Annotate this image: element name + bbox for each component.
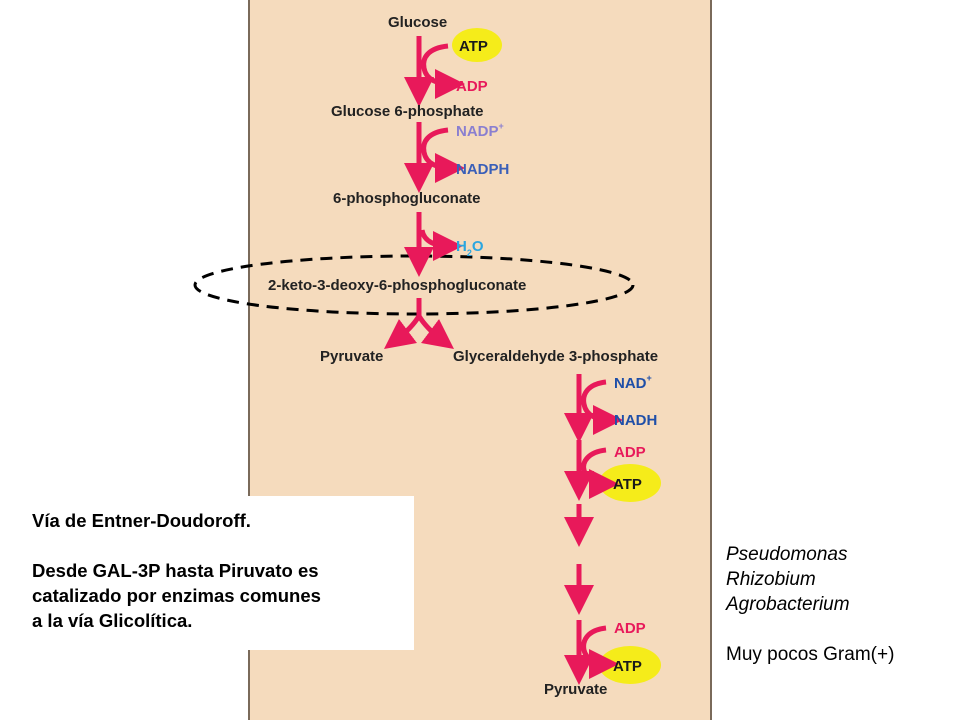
nadh-label: NADH [614,412,657,429]
atp-label: ATP [459,38,488,55]
adp-label: ADP [456,78,488,95]
h2o-sub: 2 [467,248,472,258]
explanation-note: Vía de Entner-Doudoroff. Desde GAL-3P ha… [22,496,414,650]
cofactor-arrow [421,43,465,99]
adp-label: ADP [614,620,646,637]
organisms-list: Pseudomonas Rhizobium Agrobacterium Muy … [726,542,894,667]
note-line: a la vía Glicolítica. [32,610,193,631]
cofactor-arrow [419,229,463,261]
nad-sup: + [647,373,652,383]
6pg-label: 6-phosphogluconate [333,190,481,207]
kdpg-highlight-ellipse [193,254,635,316]
cofactor-arrow [581,625,619,679]
nadp-label: NADP+ [456,121,504,140]
organism-name: Agrobacterium [726,594,850,615]
atp-label: ATP [613,658,642,675]
note-spacer [32,533,404,558]
cofactor-arrow [421,127,465,183]
h2o-h: H [456,238,467,255]
nadp-text: NADP [456,123,499,140]
h2o-o: O [472,238,484,255]
kdpg-label: 2-keto-3-deoxy-6-phosphogluconate [268,277,526,294]
note-title: Vía de Entner-Doudoroff. [32,510,251,531]
cofactor-arrow [581,447,619,499]
note-line: Desde GAL-3P hasta Piruvato es [32,560,319,581]
nadp-sup: + [499,121,504,131]
adp-label: ADP [614,444,646,461]
atp-label: ATP [613,476,642,493]
split-arrow-g3p [416,314,454,350]
atp-highlight [452,28,502,62]
organism-name: Rhizobium [726,569,816,590]
note-line: catalizado por enzimas comunes [32,585,321,606]
organism-name: Pseudomonas [726,544,848,565]
gram-positive-note: Muy pocos Gram(+) [726,644,895,665]
h2o-label: H2O [456,238,484,258]
g6p-label: Glucose 6-phosphate [331,103,484,120]
cofactor-arrow [581,379,623,435]
pyruvate-label: Pyruvate [320,348,383,365]
nad-text: NAD [614,375,647,392]
glucose-label: Glucose [388,14,447,31]
organisms-spacer [726,617,894,642]
nadph-label: NADPH [456,161,509,178]
split-arrow-pyruvate [384,314,422,350]
g3p-label: Glyceraldehyde 3-phosphate [453,348,658,365]
pyruvate-final-label: Pyruvate [544,681,607,698]
nad-label: NAD+ [614,373,652,392]
